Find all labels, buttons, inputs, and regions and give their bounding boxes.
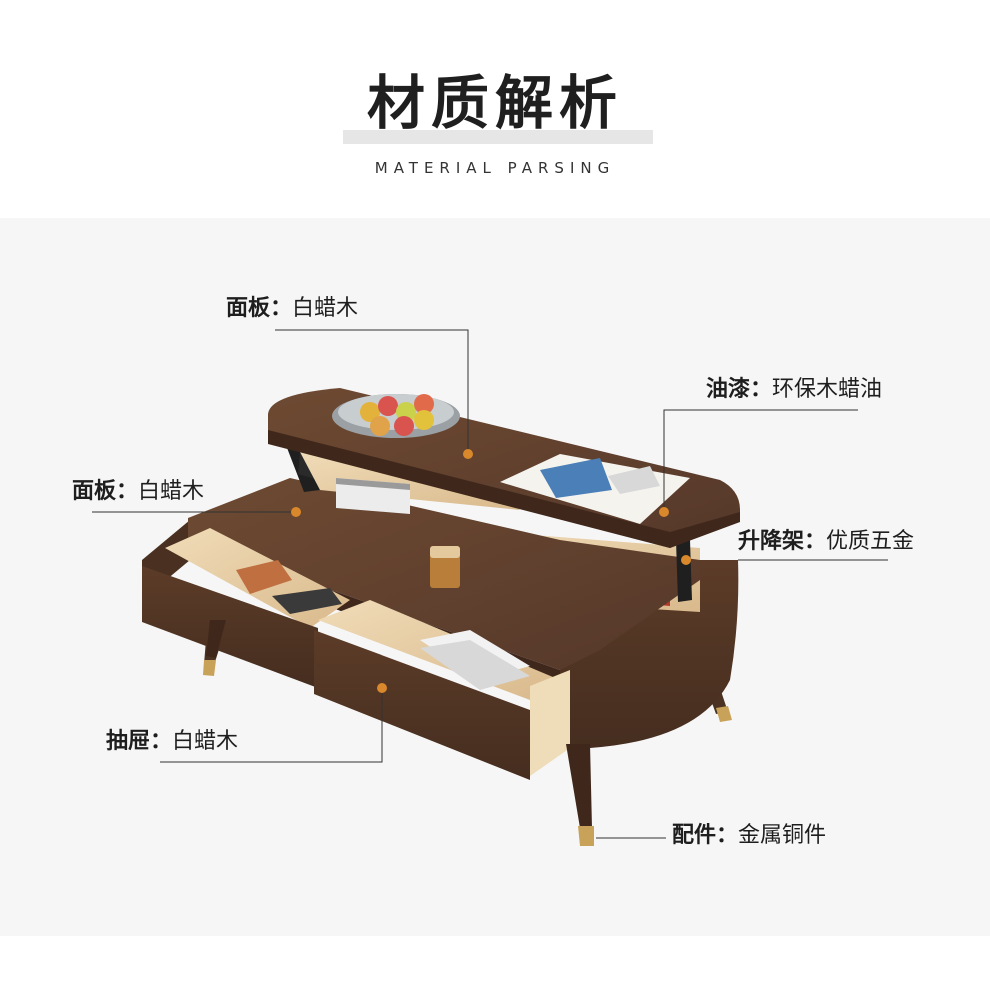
callout-top-panel-value: 白蜡木 — [292, 296, 359, 321]
leader-drawer — [160, 688, 383, 763]
marker-drawer — [377, 683, 387, 693]
callout-lift-frame-name: 升降架： — [738, 529, 827, 554]
marker-dots — [291, 449, 691, 693]
marker-top-panel — [463, 449, 473, 459]
leader-top-panel — [275, 329, 469, 454]
callout-left-panel-value: 白蜡木 — [138, 479, 205, 504]
leader-oil — [663, 409, 858, 512]
title-underline-bar — [343, 130, 653, 144]
callout-fittings-value: 金属铜件 — [738, 823, 827, 848]
callout-lift-frame: 升降架：优质五金 — [738, 529, 914, 555]
callout-oil-paint-value: 环保木蜡油 — [772, 377, 883, 402]
callout-left-panel: 面板：白蜡木 — [72, 479, 204, 505]
callout-oil-paint: 油漆：环保木蜡油 — [706, 377, 882, 403]
marker-left-panel — [291, 507, 301, 517]
leader-lines — [92, 329, 888, 839]
callout-left-panel-name: 面板： — [72, 479, 139, 504]
header: 材质解析 MATERIAL PARSING — [0, 0, 990, 218]
callout-oil-paint-name: 油漆： — [706, 377, 773, 402]
callout-fittings: 配件：金属铜件 — [672, 823, 826, 849]
front-leg-left — [206, 620, 226, 658]
callout-fittings-name: 配件： — [672, 823, 739, 848]
front-drawers — [142, 528, 570, 780]
callout-drawer-value: 白蜡木 — [172, 729, 239, 754]
callout-top-panel-name: 面板： — [226, 296, 293, 321]
footer-band — [0, 936, 990, 982]
page-title: 材质解析 — [366, 69, 623, 137]
callout-top-panel: 面板：白蜡木 — [226, 296, 358, 322]
callout-drawer: 抽屉：白蜡木 — [106, 729, 238, 755]
marker-lift-frame — [681, 555, 691, 565]
page-subtitle: MATERIAL PARSING — [374, 159, 616, 177]
callout-lift-frame-value: 优质五金 — [826, 529, 915, 554]
callout-drawer-name: 抽屉： — [106, 729, 173, 754]
front-leg-right — [566, 744, 594, 846]
lifted-top-panel — [268, 388, 740, 602]
marker-oil — [659, 507, 669, 517]
